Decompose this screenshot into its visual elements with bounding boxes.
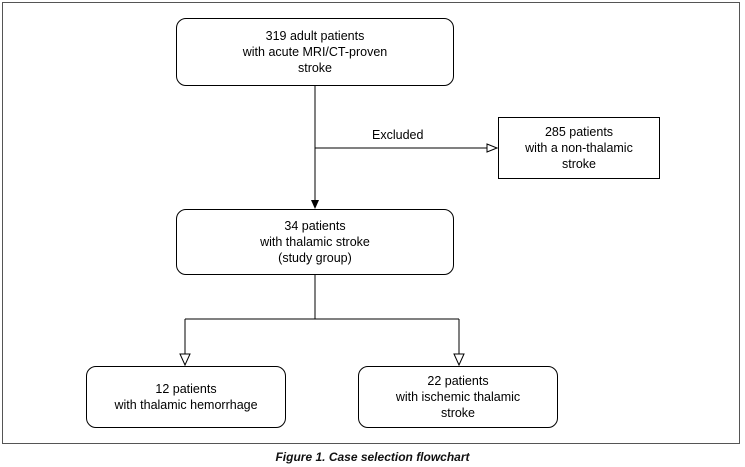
arrowhead-study	[311, 200, 319, 209]
box-hem-line-2: with thalamic hemorrhage	[114, 398, 258, 412]
box-study-line-3: (study group)	[278, 251, 352, 265]
box-study-group: 34 patients with thalamic stroke (study …	[176, 209, 454, 275]
arrowhead-excluded	[486, 143, 499, 153]
box-thalamic-hemorrhage: 12 patients with thalamic hemorrhage	[86, 366, 286, 428]
box-study-line-2: with thalamic stroke	[260, 235, 370, 249]
box-isch-line-3: stroke	[440, 406, 476, 420]
box-total-line-1: 319 adult patients	[265, 29, 365, 43]
box-isch-line-1: 22 patients	[427, 374, 489, 388]
box-excluded-line-2: with a non-thalamic	[525, 141, 633, 155]
arrowhead-ischemic	[453, 353, 465, 367]
box-total-line-3: stroke	[297, 61, 333, 75]
box-ischemic-stroke: 22 patients with ischemic thalamic strok…	[358, 366, 558, 428]
box-excluded-patients: 285 patients with a non-thalamic stroke	[498, 117, 660, 179]
figure-caption: Figure 1. Case selection flowchart	[275, 450, 470, 464]
box-excluded-line-3: stroke	[561, 157, 597, 171]
arrowhead-hemorrhage	[179, 353, 191, 367]
box-hem-line-1: 12 patients	[155, 382, 217, 396]
excluded-label: Excluded	[372, 128, 424, 142]
box-total-patients: 319 adult patients with acute MRI/CT-pro…	[176, 18, 454, 86]
box-isch-line-2: with ischemic thalamic	[395, 390, 521, 404]
box-study-line-1: 34 patients	[284, 219, 346, 233]
box-excluded-line-1: 285 patients	[544, 125, 614, 139]
box-total-line-2: with acute MRI/CT-proven	[242, 45, 388, 59]
